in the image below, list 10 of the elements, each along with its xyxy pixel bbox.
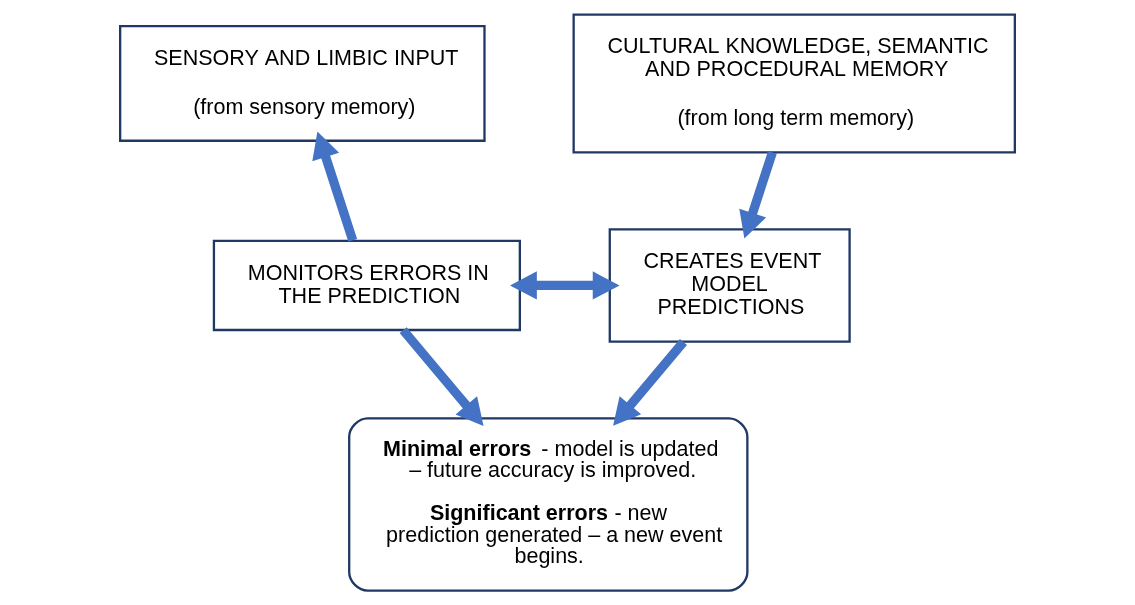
node-box: SENSORY AND LIMBIC INPUT (from sensory memory) [119,24,486,142]
node-box: Minimal errors - model is updated – future accuracy is improved. Significant errors - new prediction generated – a new event begins. [348,417,749,592]
node-box: CULTURAL KNOWLEDGE, SEMANTIC AND PROCEDURAL MEMORY (from long term memory) [572,13,1016,154]
arrow [312,131,358,242]
node-box: MONITORS ERRORS IN THE PREDICTION [212,239,521,332]
arrow [613,339,687,426]
arrow [510,271,620,300]
arrow [739,150,777,239]
node-box: CREATES EVENT MODEL PREDICTIONS [608,228,851,343]
arrow [399,327,484,426]
